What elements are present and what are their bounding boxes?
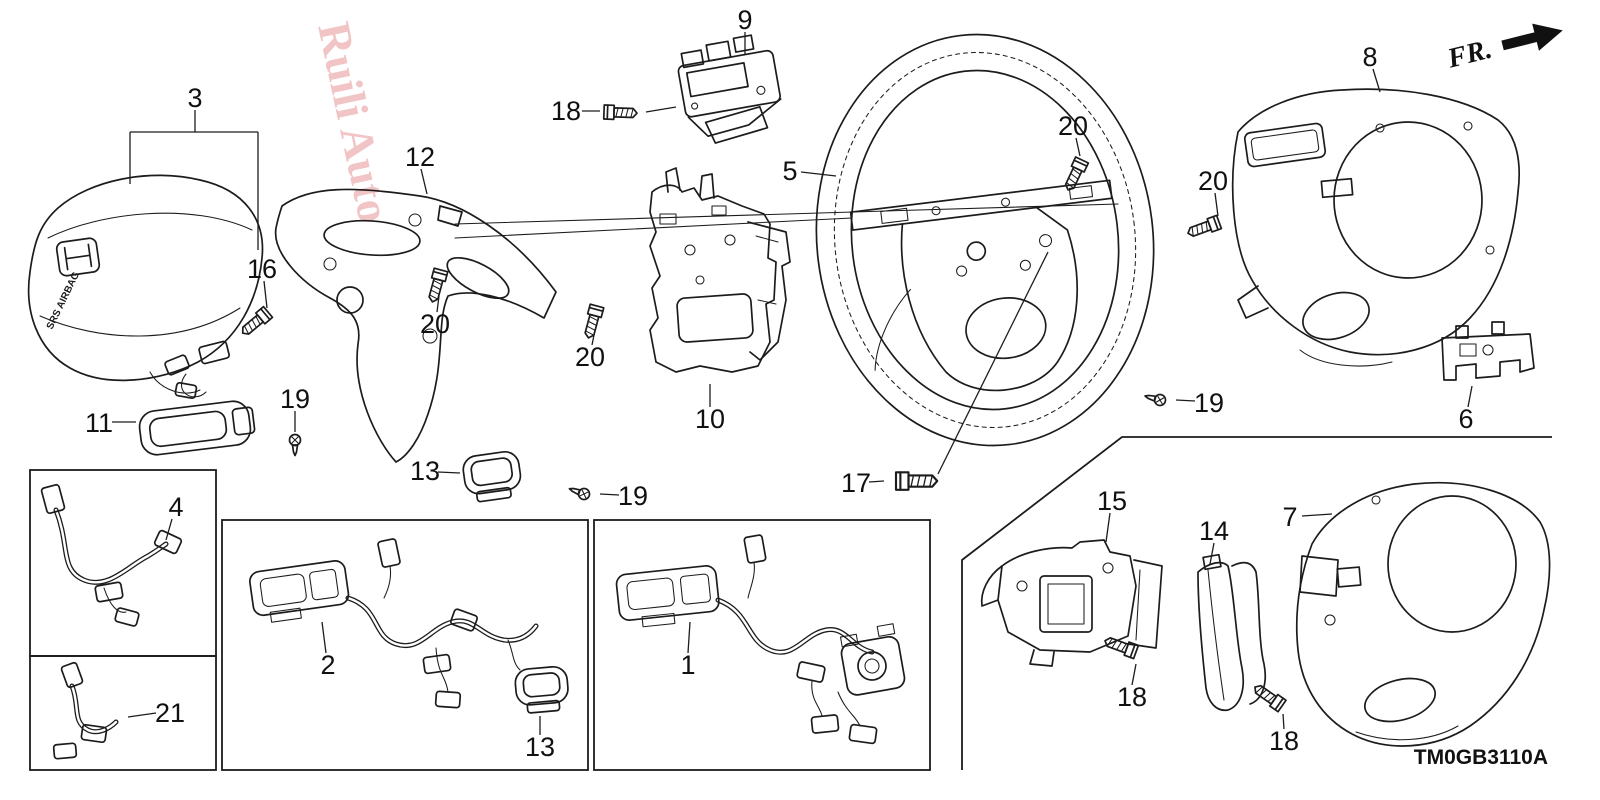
leader-line xyxy=(591,329,596,346)
part-number-11: 11 xyxy=(85,408,113,438)
leader-line xyxy=(1175,399,1196,402)
part-number-13: 13 xyxy=(525,732,555,762)
leader-line xyxy=(1131,663,1137,686)
watermark: Ruili Auto xyxy=(308,17,400,226)
steering-wheel-5 xyxy=(815,33,1155,447)
part-number-18: 18 xyxy=(1117,682,1147,712)
switch-harness-2 xyxy=(249,538,539,709)
part-number-6: 6 xyxy=(1458,404,1473,434)
leader-line xyxy=(937,251,1049,475)
leader-line xyxy=(599,493,620,496)
panel-separator xyxy=(961,436,1552,770)
leader-line xyxy=(687,621,691,654)
connector-13-upper xyxy=(462,450,522,503)
part-number-4: 4 xyxy=(168,492,183,522)
leader-line xyxy=(1209,542,1215,565)
part-number-12: 12 xyxy=(405,142,435,172)
part-number-20: 20 xyxy=(1198,166,1228,196)
bolt-18-icon xyxy=(1101,633,1140,660)
part-number-15: 15 xyxy=(1097,486,1127,516)
airbag-module: SRS AIRBAG xyxy=(27,174,264,400)
part-number-19: 19 xyxy=(1194,388,1224,418)
bolt-18-icon xyxy=(1250,680,1287,713)
leader-line xyxy=(420,168,428,195)
diagram-code: TM0GB3110A xyxy=(1414,746,1548,769)
bolt-20-icon xyxy=(1060,156,1090,194)
leader-line xyxy=(436,295,440,313)
bracket-6 xyxy=(1441,321,1535,381)
column-cover-lower-7 xyxy=(1295,481,1551,747)
alignment-line xyxy=(454,217,853,239)
fr-arrow-icon xyxy=(1501,23,1563,51)
part-number-17: 17 xyxy=(841,468,871,498)
leader-line xyxy=(868,480,885,483)
part-number-16: 16 xyxy=(247,254,277,284)
bolt-17-icon xyxy=(894,471,939,491)
fr-label: FR. xyxy=(1444,34,1496,75)
leader-line xyxy=(165,518,173,541)
part-number-19: 19 xyxy=(280,384,310,414)
part-number-20: 20 xyxy=(420,309,450,339)
connector-13-lower xyxy=(514,665,569,714)
leader-line xyxy=(321,621,327,654)
leader-line xyxy=(263,280,268,309)
part-number-21: 21 xyxy=(155,698,185,728)
leader-lines xyxy=(112,32,1473,735)
honda-logo-icon xyxy=(55,237,101,277)
switch-garnish-11 xyxy=(138,400,256,456)
part-number-1: 1 xyxy=(680,650,695,680)
bolt-18-icon xyxy=(602,104,639,121)
fr-direction-indicator: FR. xyxy=(1444,23,1563,75)
leader-line xyxy=(1372,68,1381,93)
screw-19-icon xyxy=(1142,389,1168,408)
harness-21 xyxy=(52,661,119,760)
panel-border-1 xyxy=(593,519,931,771)
leader-line xyxy=(1467,385,1473,408)
part-number-18: 18 xyxy=(1269,726,1299,756)
part-number-5: 5 xyxy=(782,156,797,186)
screw-19-icon xyxy=(566,482,592,502)
part-number-2: 2 xyxy=(320,650,335,680)
leader-line xyxy=(127,712,157,718)
leader-line xyxy=(1214,192,1219,217)
bolt-20-icon xyxy=(580,303,605,341)
part-number-3: 3 xyxy=(187,83,202,113)
screw-19-icon xyxy=(288,433,302,457)
panel-border-4 xyxy=(29,469,217,657)
part-number-20: 20 xyxy=(1058,111,1088,141)
leader-line xyxy=(1282,713,1285,730)
leader-line xyxy=(437,471,461,474)
leader-line xyxy=(800,171,837,177)
part-number-8: 8 xyxy=(1362,42,1377,72)
bolt-20-icon xyxy=(1184,214,1223,241)
leader-line xyxy=(645,106,677,113)
leader-line xyxy=(1075,137,1081,157)
leader-line xyxy=(1105,512,1111,543)
part-number-20: 20 xyxy=(575,342,605,372)
panel-border-2 xyxy=(221,519,589,771)
bolt-16-icon xyxy=(237,305,274,340)
switch-harness-1 xyxy=(615,534,906,745)
bracket-15 xyxy=(980,539,1163,667)
alignment-line xyxy=(454,203,1119,225)
part-number-10: 10 xyxy=(695,404,725,434)
part-number-9: 9 xyxy=(737,5,752,35)
part-number-7: 7 xyxy=(1282,502,1297,532)
column-cover-upper-8 xyxy=(1231,88,1521,367)
part-number-14: 14 xyxy=(1199,516,1229,546)
bolt-20-icon xyxy=(424,267,449,305)
center-bracket-10 xyxy=(649,167,791,373)
leader-line xyxy=(1301,513,1333,517)
part-number-13: 13 xyxy=(410,456,440,486)
harness-4 xyxy=(40,483,183,627)
panel-border-21 xyxy=(29,655,217,771)
part-number-18: 18 xyxy=(551,96,581,126)
part-number-19: 19 xyxy=(618,481,648,511)
wheel-frame-12 xyxy=(274,188,557,463)
srs-label: SRS AIRBAG xyxy=(45,270,82,331)
top-bracket-9 xyxy=(677,34,782,144)
